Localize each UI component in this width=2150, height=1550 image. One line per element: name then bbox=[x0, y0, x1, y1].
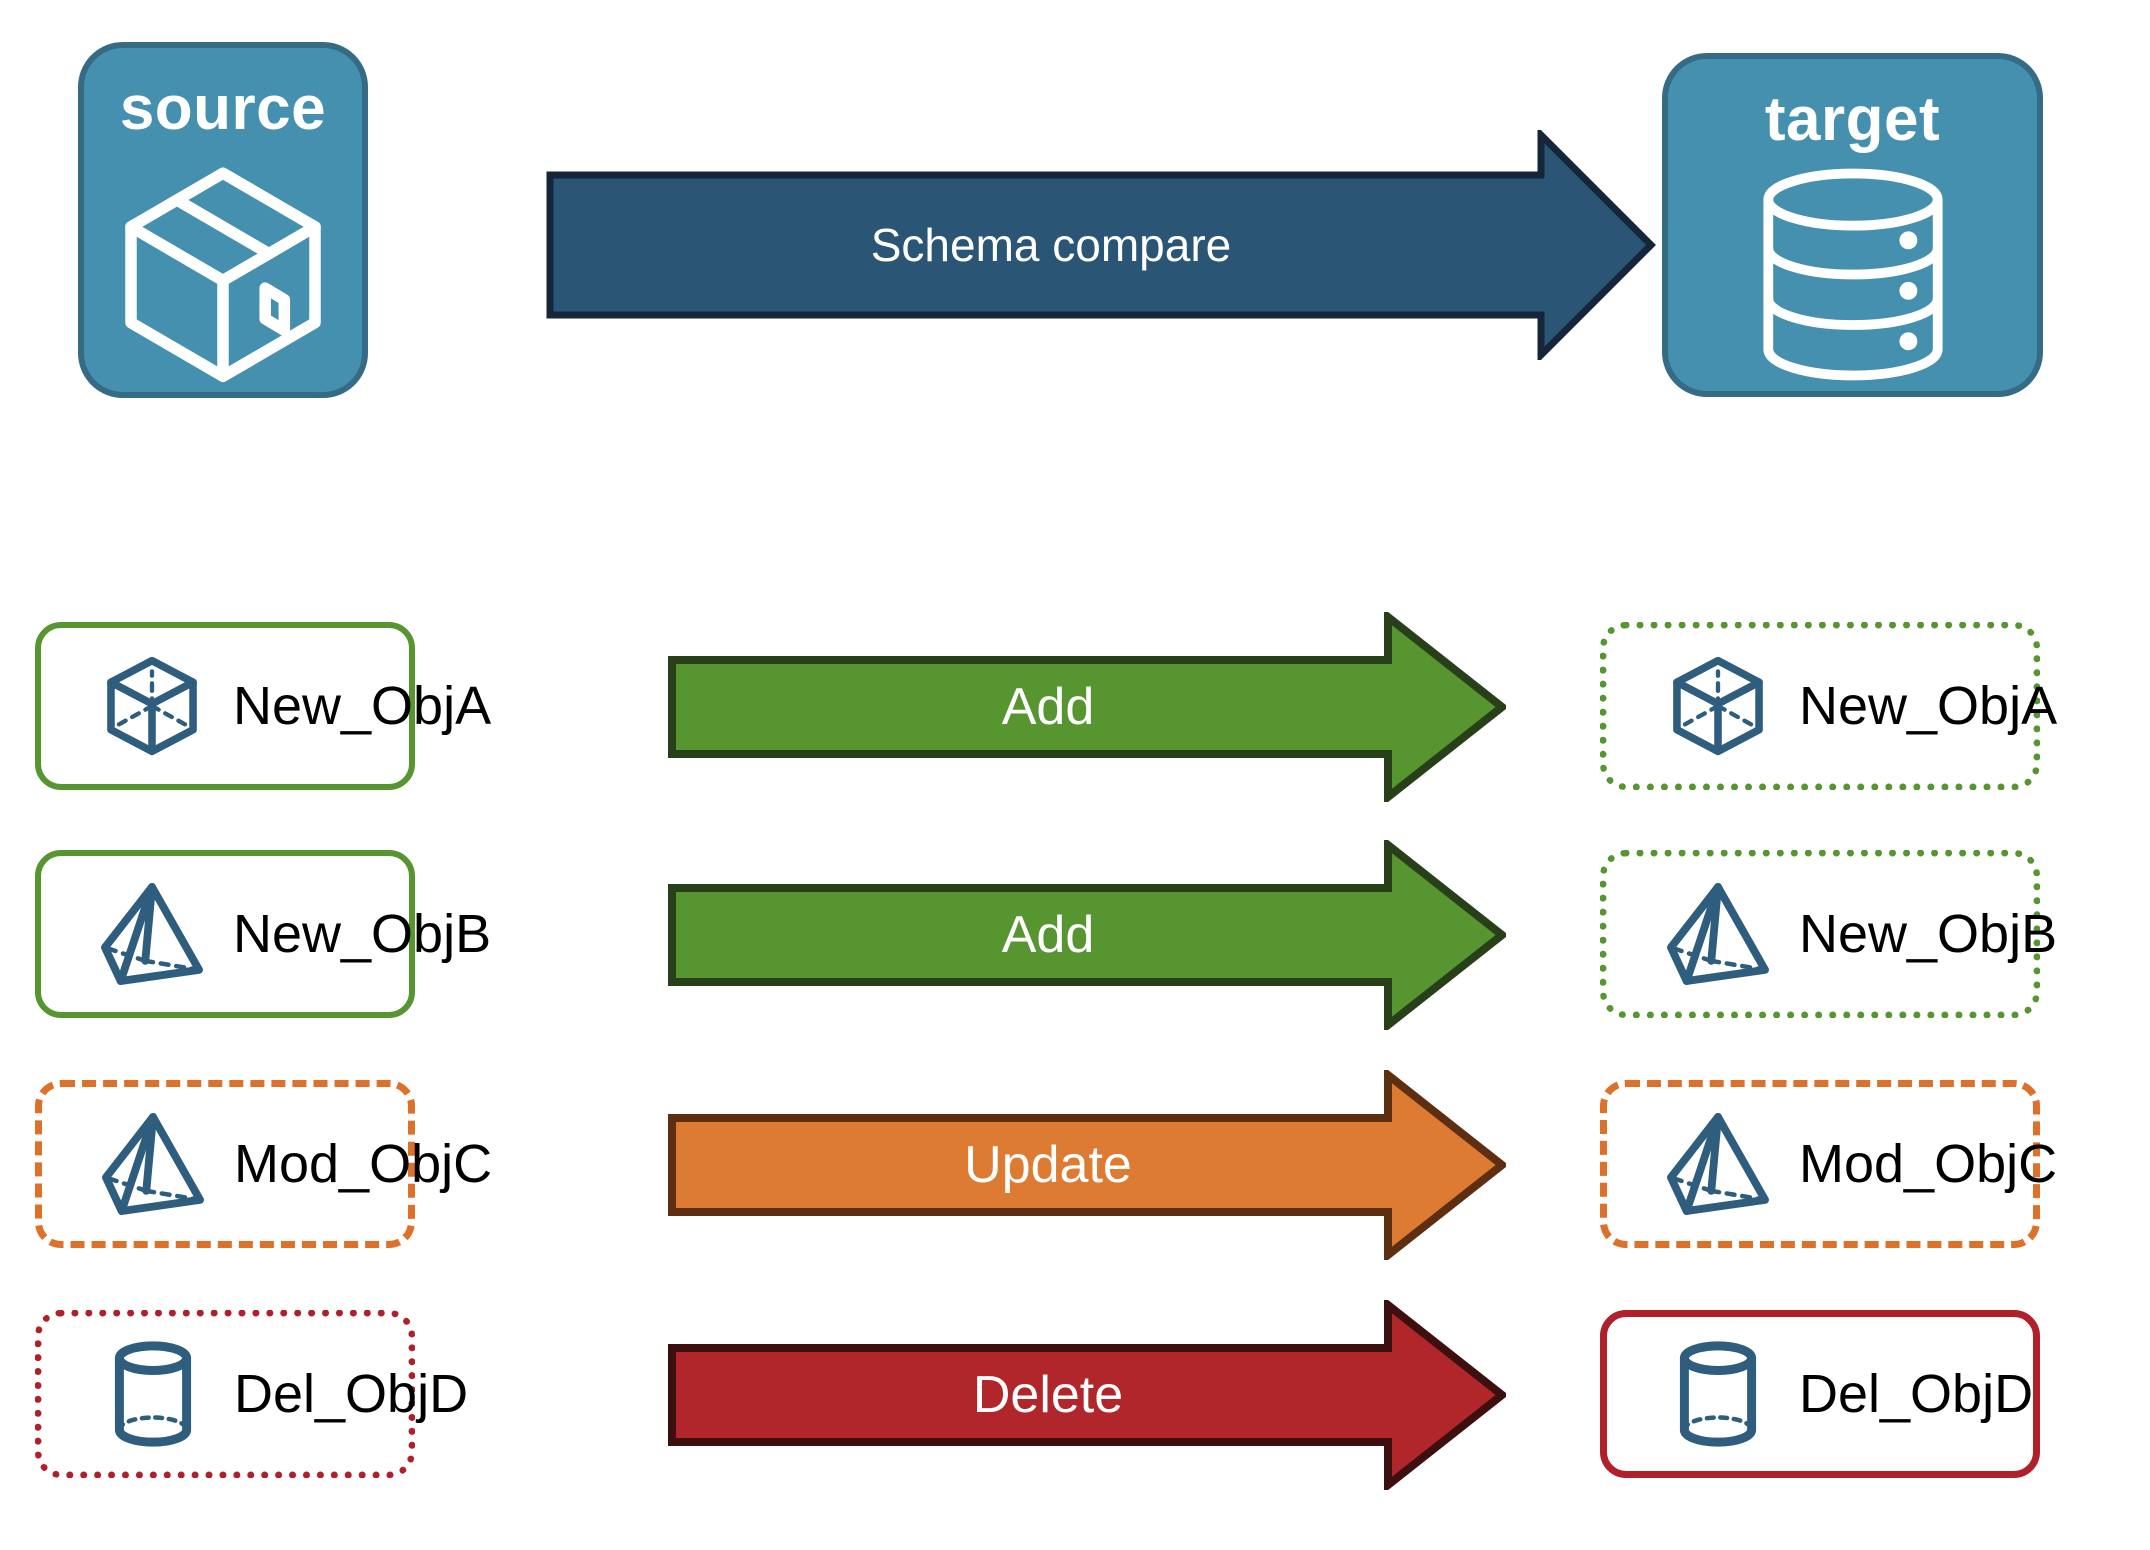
source-object-box-4[interactable]: Del_ObjD bbox=[35, 1310, 468, 1478]
target-endpoint-panel: target bbox=[1662, 53, 2043, 397]
target-object-box-1[interactable]: New_ObjA bbox=[1600, 622, 2057, 790]
target-object-box-4[interactable]: Del_ObjD bbox=[1600, 1310, 2040, 1478]
cylinder-icon bbox=[94, 1335, 212, 1453]
source-object-label-1: New_ObjA bbox=[233, 676, 492, 736]
pyramid-icon bbox=[93, 875, 211, 993]
database-cylinder-icon bbox=[1662, 151, 2043, 397]
pyramid-icon bbox=[1659, 875, 1777, 993]
schema-compare-arrow-shape bbox=[546, 126, 1656, 364]
action-arrow-2[interactable]: Add bbox=[668, 836, 1509, 1034]
schema-compare-arrow: Schema compare bbox=[546, 126, 1656, 364]
source-object-label-4: Del_ObjD bbox=[234, 1364, 469, 1424]
action-arrow-shape-4 bbox=[668, 1296, 1509, 1494]
action-arrow-3[interactable]: Update bbox=[668, 1066, 1509, 1264]
cube-icon bbox=[93, 647, 211, 765]
source-object-label-2: New_ObjB bbox=[233, 904, 492, 964]
action-arrow-shape-2 bbox=[668, 836, 1509, 1034]
source-object-box-1[interactable]: New_ObjA bbox=[35, 622, 491, 790]
action-arrow-shape-3 bbox=[668, 1066, 1509, 1264]
target-object-label-1: New_ObjA bbox=[1799, 676, 2058, 736]
target-panel-title: target bbox=[1764, 85, 1941, 154]
target-object-box-2[interactable]: New_ObjB bbox=[1600, 850, 2057, 1018]
cube-icon bbox=[1659, 647, 1777, 765]
source-object-label-3: Mod_ObjC bbox=[234, 1134, 493, 1194]
cylinder-icon bbox=[1659, 1335, 1777, 1453]
source-panel-title: source bbox=[119, 74, 327, 143]
source-object-box-2[interactable]: New_ObjB bbox=[35, 850, 491, 1018]
target-object-box-3[interactable]: Mod_ObjC bbox=[1600, 1080, 2057, 1248]
action-arrow-4[interactable]: Delete bbox=[668, 1296, 1509, 1494]
target-object-label-2: New_ObjB bbox=[1799, 904, 2058, 964]
pyramid-icon bbox=[94, 1105, 212, 1223]
package-box-icon bbox=[78, 140, 368, 398]
source-object-box-3[interactable]: Mod_ObjC bbox=[35, 1080, 492, 1248]
pyramid-icon bbox=[1659, 1105, 1777, 1223]
source-endpoint-panel: source bbox=[78, 42, 368, 398]
action-arrow-shape-1 bbox=[668, 608, 1509, 806]
target-object-label-4: Del_ObjD bbox=[1799, 1364, 2034, 1424]
target-object-label-3: Mod_ObjC bbox=[1799, 1134, 2058, 1194]
source-panel-shape bbox=[78, 42, 368, 398]
action-arrow-1[interactable]: Add bbox=[668, 608, 1509, 806]
